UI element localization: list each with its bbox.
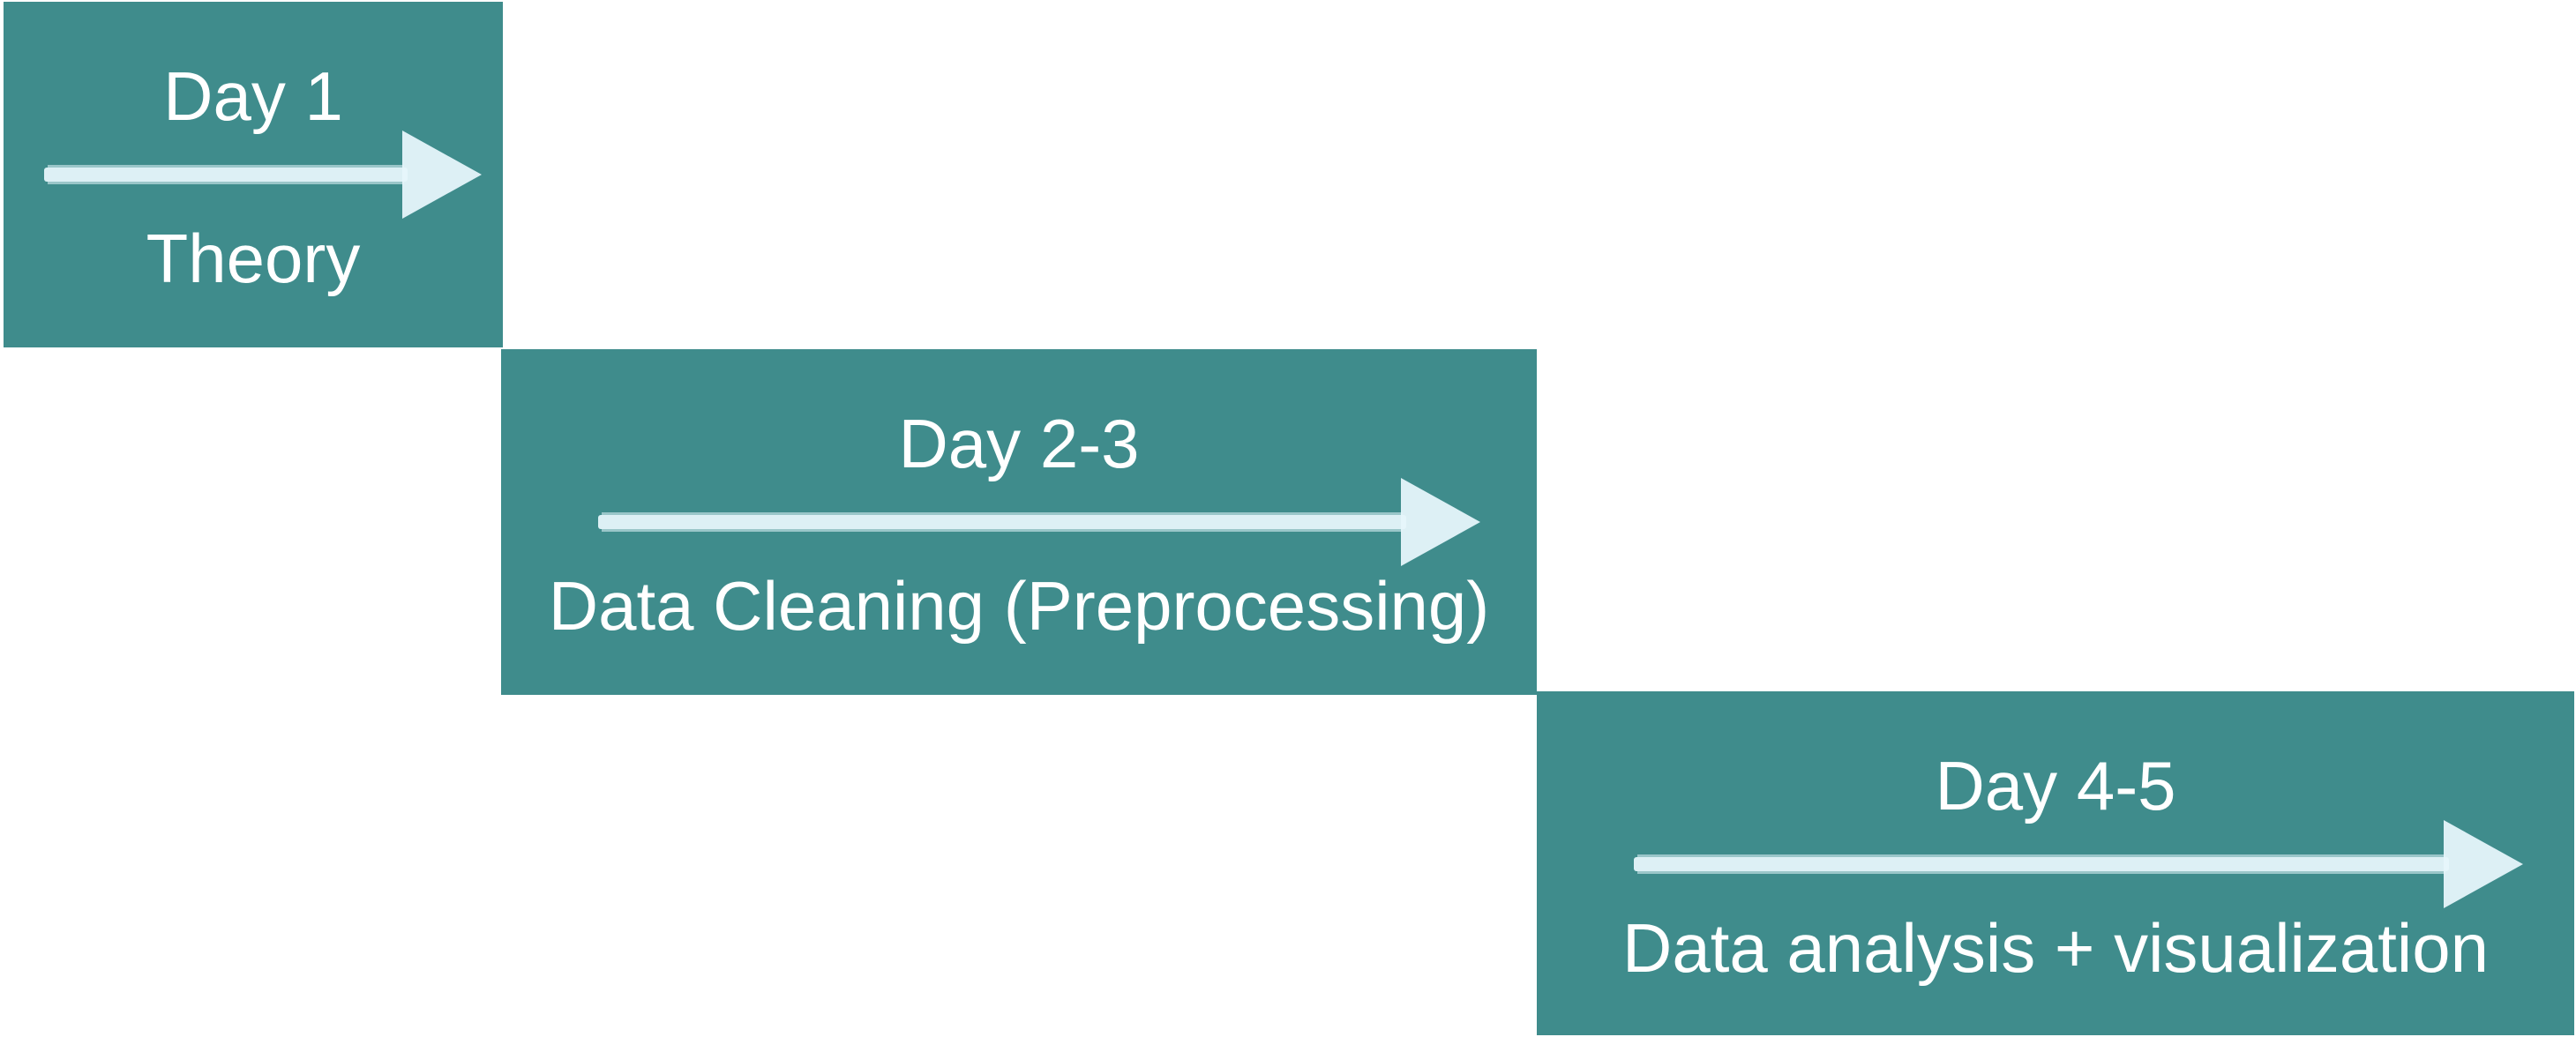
phase-box-day-1: Day 1 Theory: [4, 2, 503, 347]
arrow-right-icon: [598, 478, 1480, 566]
phase-title: Day 2-3: [898, 405, 1140, 482]
phase-title: Day 1: [163, 57, 343, 135]
phase-label: Data Cleaning (Preprocessing): [548, 567, 1490, 645]
phase-title: Day 4-5: [1935, 747, 2176, 824]
arrow-right-icon: [1634, 820, 2523, 908]
phase-label: Theory: [146, 220, 361, 297]
arrow-right-icon: [44, 131, 482, 219]
phase-box-day-4-5: Day 4-5 Data analysis + visualization: [1537, 691, 2574, 1035]
phase-box-day-2-3: Day 2-3 Data Cleaning (Preprocessing): [501, 349, 1537, 695]
phase-label: Data analysis + visualization: [1621, 909, 2489, 987]
